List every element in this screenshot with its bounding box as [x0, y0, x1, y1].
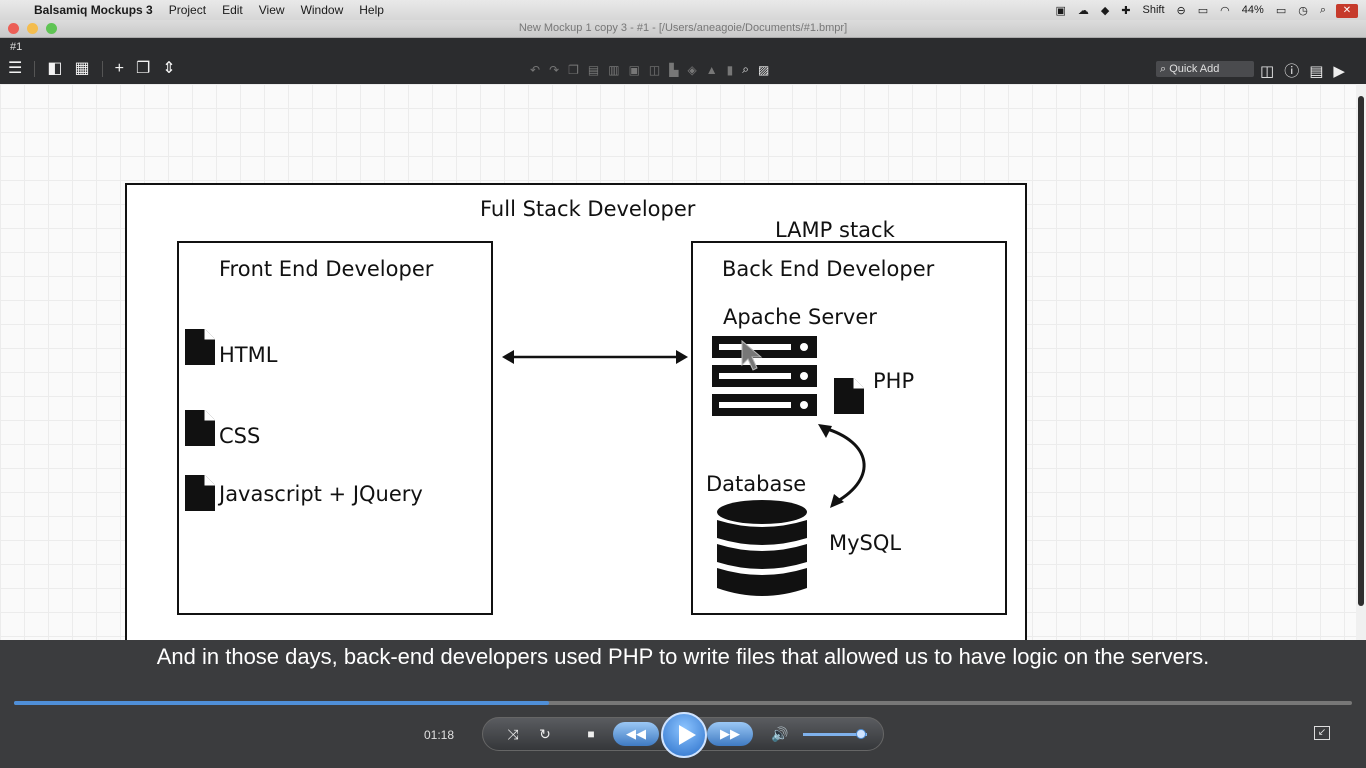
clock-icon[interactable]: ◷ — [1298, 4, 1308, 17]
apache-server-label: Apache Server — [723, 305, 877, 329]
undo-icon[interactable]: ↶ — [530, 62, 541, 77]
menu-view[interactable]: View — [258, 3, 285, 17]
presentation-icon[interactable]: ▶ — [1333, 62, 1345, 80]
volume-slider-knob[interactable] — [855, 729, 866, 739]
window-zoom-button[interactable] — [46, 23, 57, 34]
play-icon — [679, 725, 696, 745]
scrollbar-thumb[interactable] — [1358, 96, 1364, 606]
full-stack-title: Full Stack Developer — [480, 197, 696, 221]
database-icon — [717, 500, 807, 596]
divider — [101, 61, 103, 77]
repeat-icon[interactable]: ↻ — [539, 726, 551, 742]
lock-icon[interactable]: ▲ — [705, 62, 718, 77]
video-player-controls: 01:18 ⤨ ↻ ■ ◀◀ ▶▶ 🔊 ↙ — [0, 690, 1366, 768]
menu-help[interactable]: Help — [359, 3, 384, 17]
mouse-cursor-icon — [741, 339, 763, 371]
redo-icon[interactable]: ↷ — [549, 62, 560, 77]
gamepad-icon[interactable]: ✚ — [1121, 4, 1131, 17]
fast-forward-button[interactable]: ▶▶ — [707, 722, 753, 746]
close-overlay-button[interactable]: ✕ — [1336, 4, 1358, 18]
mysql-label: MySQL — [829, 531, 902, 555]
group-icon[interactable]: ▣ — [628, 62, 640, 77]
javascript-file-icon — [185, 475, 215, 511]
window-title: New Mockup 1 copy 3 - #1 - [/Users/aneag… — [518, 22, 848, 34]
video-subtitle: And in those days, back-end developers u… — [0, 640, 1366, 690]
menu-edit[interactable]: Edit — [222, 3, 243, 17]
quick-add-placeholder: Quick Add — [1169, 63, 1220, 75]
screen-record-icon[interactable]: ▣ — [1055, 4, 1066, 17]
window-minimize-button[interactable] — [27, 23, 38, 34]
database-label: Database — [706, 472, 807, 496]
stop-icon[interactable]: ■ — [587, 727, 595, 741]
rewind-button[interactable]: ◀◀ — [613, 722, 659, 746]
cut-icon[interactable]: ▤ — [587, 62, 600, 77]
menu-bar: Balsamiq Mockups 3 Project Edit View Win… — [0, 0, 1366, 20]
server-icon — [712, 336, 817, 416]
paste-icon[interactable]: ▥ — [608, 62, 620, 77]
css-label: CSS — [219, 424, 261, 448]
double-arrow-connector[interactable] — [500, 346, 690, 368]
seek-bar-progress — [14, 701, 550, 705]
seek-bar[interactable] — [14, 701, 1352, 705]
volume-icon[interactable]: 🔊 — [771, 726, 789, 742]
sync-icon[interactable]: ⊖ — [1176, 4, 1186, 17]
window-close-button[interactable] — [8, 23, 19, 34]
php-file-icon — [834, 378, 864, 414]
javascript-label: Javascript + JQuery — [219, 482, 423, 506]
ungroup-icon[interactable]: ◫ — [648, 62, 661, 77]
grid-view-icon[interactable]: ▦ — [74, 60, 90, 77]
image-icon[interactable]: ▨ — [757, 62, 770, 77]
duplicate-icon[interactable]: ❐ — [135, 60, 151, 77]
volume-slider[interactable] — [803, 729, 867, 739]
php-label: PHP — [873, 369, 915, 393]
fullscreen-icon[interactable]: ↙ — [1314, 726, 1330, 740]
properties-icon[interactable]: ▤ — [1309, 62, 1324, 80]
divider — [34, 61, 36, 77]
app-name-menu[interactable]: Balsamiq Mockups 3 — [34, 3, 153, 17]
reorder-icon[interactable]: ⇕ — [162, 60, 176, 77]
shift-status[interactable]: Shift — [1142, 4, 1165, 16]
mockup-tab[interactable]: #1 — [10, 41, 23, 53]
front-end-title: Front End Developer — [219, 257, 434, 281]
airplay-icon[interactable]: ▭ — [1197, 4, 1209, 17]
menu-project[interactable]: Project — [168, 3, 207, 17]
play-button[interactable] — [661, 712, 707, 758]
back-end-title: Back End Developer — [722, 257, 935, 281]
mockup-canvas[interactable]: Full Stack Developer LAMP stack Front En… — [0, 84, 1356, 640]
copy-icon[interactable]: ❐ — [568, 62, 579, 77]
info-icon[interactable]: ⓘ — [1284, 63, 1300, 80]
menu-window[interactable]: Window — [300, 3, 344, 17]
battery-icon[interactable]: ▭ — [1275, 4, 1287, 17]
css-file-icon — [185, 410, 215, 446]
search-icon[interactable]: ⌕ — [742, 62, 749, 76]
elapsed-time: 01:18 — [424, 728, 455, 742]
shuffle-icon[interactable]: ⤨ — [507, 726, 519, 742]
lamp-stack-label: LAMP stack — [775, 218, 895, 242]
curved-arrow-connector[interactable] — [812, 418, 878, 510]
transport-controls: ⤨ ↻ ■ ◀◀ ▶▶ 🔊 — [482, 712, 884, 758]
align-icon[interactable]: ▙ — [669, 62, 679, 77]
dropbox-icon[interactable]: ◆ — [1100, 4, 1110, 17]
cloud-icon[interactable]: ☁ — [1077, 4, 1089, 17]
html-file-icon — [185, 329, 215, 365]
add-icon[interactable]: + — [114, 60, 124, 77]
window-title-bar: New Mockup 1 copy 3 - #1 - [/Users/aneag… — [0, 20, 1366, 38]
menu-icon[interactable]: ☰ — [8, 60, 23, 77]
front-end-container[interactable] — [177, 241, 493, 615]
app-toolbar: #1 ☰ ◧ ▦ + ❐ ⇕ ↶ ↷ ❐ ▤ ▥ ▣ ◫ ▙ ◈ ▲ ▮ ⌕ ▨… — [0, 38, 1366, 84]
canvas-scrollbar[interactable] — [1356, 84, 1366, 640]
quick-add-field[interactable]: ⌕ Quick Add — [1156, 61, 1254, 77]
html-label: HTML — [219, 343, 278, 367]
spotlight-icon[interactable]: ⌕ — [1319, 3, 1326, 16]
arrange-icon[interactable]: ◈ — [687, 62, 697, 77]
delete-icon[interactable]: ▮ — [726, 62, 734, 77]
battery-percent[interactable]: 44% — [1241, 4, 1264, 16]
single-view-icon[interactable]: ◧ — [47, 60, 63, 77]
wifi-icon[interactable]: ◠ — [1220, 4, 1230, 17]
component-library-icon[interactable]: ◫ — [1260, 62, 1275, 80]
